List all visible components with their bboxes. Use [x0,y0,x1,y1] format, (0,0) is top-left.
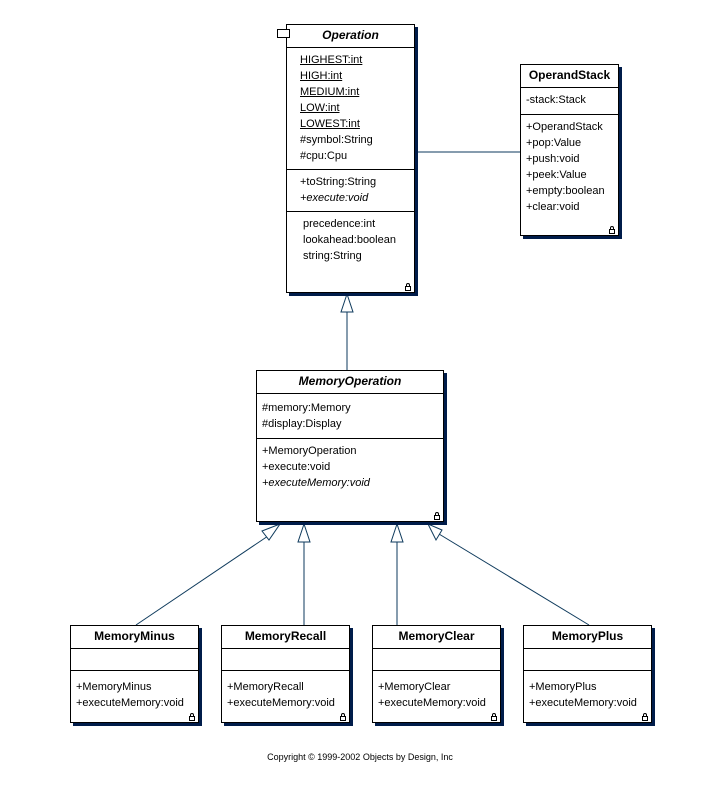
inheritance-arrowhead [261,522,282,541]
class-memoryplus[interactable]: MemoryPlus +MemoryPlus +executeMemory:vo… [523,625,652,723]
property: lookahead:boolean [303,234,396,246]
operations-section: +MemoryClear +executeMemory:void [373,671,500,716]
operations-section: +OperandStack +pop:Value +push:void +pee… [521,115,618,220]
operation: +pop:Value [526,137,582,149]
lock-icon [405,283,411,291]
operation: +MemoryRecall [227,681,304,693]
lock-icon [434,512,440,520]
operation: +executeMemory:void [76,697,184,709]
attributes-section [222,649,349,671]
lock-icon [609,226,615,234]
attributes-section: #memory:Memory #display:Display [257,394,443,439]
class-title: Operation [287,25,414,48]
class-title: MemoryClear [373,626,500,649]
inheritance-arrowhead [297,522,311,543]
operation: +execute:void [262,461,331,473]
attributes-section: -stack:Stack [521,88,618,115]
attribute: #symbol:String [300,134,373,146]
static-attribute: HIGH:int [300,70,343,82]
operations-section: +MemoryPlus +executeMemory:void [524,671,651,716]
class-memoryminus[interactable]: MemoryMinus +MemoryMinus +executeMemory:… [70,625,199,723]
class-memoryoperation[interactable]: MemoryOperation #memory:Memory #display:… [256,370,444,522]
operations-section: +MemoryRecall +executeMemory:void [222,671,349,716]
class-title: OperandStack [521,65,618,88]
static-attribute: LOWEST:int [300,118,360,130]
operation: +executeMemory:void [529,697,637,709]
operations-section: +toString:String +execute:void [287,170,414,212]
property: string:String [303,250,362,262]
class-operation[interactable]: Operation HIGHEST:int HIGH:int MEDIUM:in… [277,24,415,293]
attribute: #memory:Memory [262,402,351,414]
class-operandstack[interactable]: OperandStack -stack:Stack +OperandStack … [520,64,619,236]
operation: +MemoryClear [378,681,451,693]
lock-icon [642,713,648,721]
operation: +push:void [526,153,580,165]
properties-section: precedence:int lookahead:boolean string:… [287,212,414,269]
class-title: MemoryMinus [71,626,198,649]
operation: +executeMemory:void [378,697,486,709]
class-title: MemoryPlus [524,626,651,649]
attributes-section: HIGHEST:int HIGH:int MEDIUM:int LOW:int … [287,48,414,170]
attributes-section [373,649,500,671]
abstract-operation: +executeMemory:void [262,477,370,489]
class-title: MemoryOperation [257,371,443,394]
static-attribute: HIGHEST:int [300,54,363,66]
operation: +executeMemory:void [227,697,335,709]
generalization-memoryplus [438,533,590,626]
operation: +MemoryMinus [76,681,152,693]
package-icon [277,29,290,38]
class-memoryclear[interactable]: MemoryClear +MemoryClear +executeMemory:… [372,625,501,723]
lock-icon [491,713,497,721]
operation: +MemoryOperation [262,445,357,457]
operation: +clear:void [526,201,580,213]
operation: +OperandStack [526,121,603,133]
operation: +MemoryPlus [529,681,597,693]
generalization-memoryminus [135,533,272,626]
attribute: -stack:Stack [526,94,586,106]
class-memoryrecall[interactable]: MemoryRecall +MemoryRecall +executeMemor… [221,625,350,723]
static-attribute: MEDIUM:int [300,86,360,98]
operation: +empty:boolean [526,185,605,197]
inheritance-arrowhead [340,292,354,313]
attribute: #cpu:Cpu [300,150,348,162]
lock-icon [340,713,346,721]
copyright-notice: Copyright © 1999-2002 Objects by Design,… [267,752,453,762]
property: precedence:int [303,218,376,230]
attributes-section [524,649,651,671]
operations-section: +MemoryMinus +executeMemory:void [71,671,198,716]
lock-icon [189,713,195,721]
static-attribute: LOW:int [300,102,340,114]
operation: +peek:Value [526,169,587,181]
operation: +toString:String [300,176,377,188]
operations-section: +MemoryOperation +execute:void +executeM… [257,439,443,496]
class-title: MemoryRecall [222,626,349,649]
attributes-section [71,649,198,671]
inheritance-arrowhead [390,522,404,543]
abstract-operation: +execute:void [300,192,369,204]
attribute: #display:Display [262,418,342,430]
inheritance-arrowhead [426,523,443,542]
